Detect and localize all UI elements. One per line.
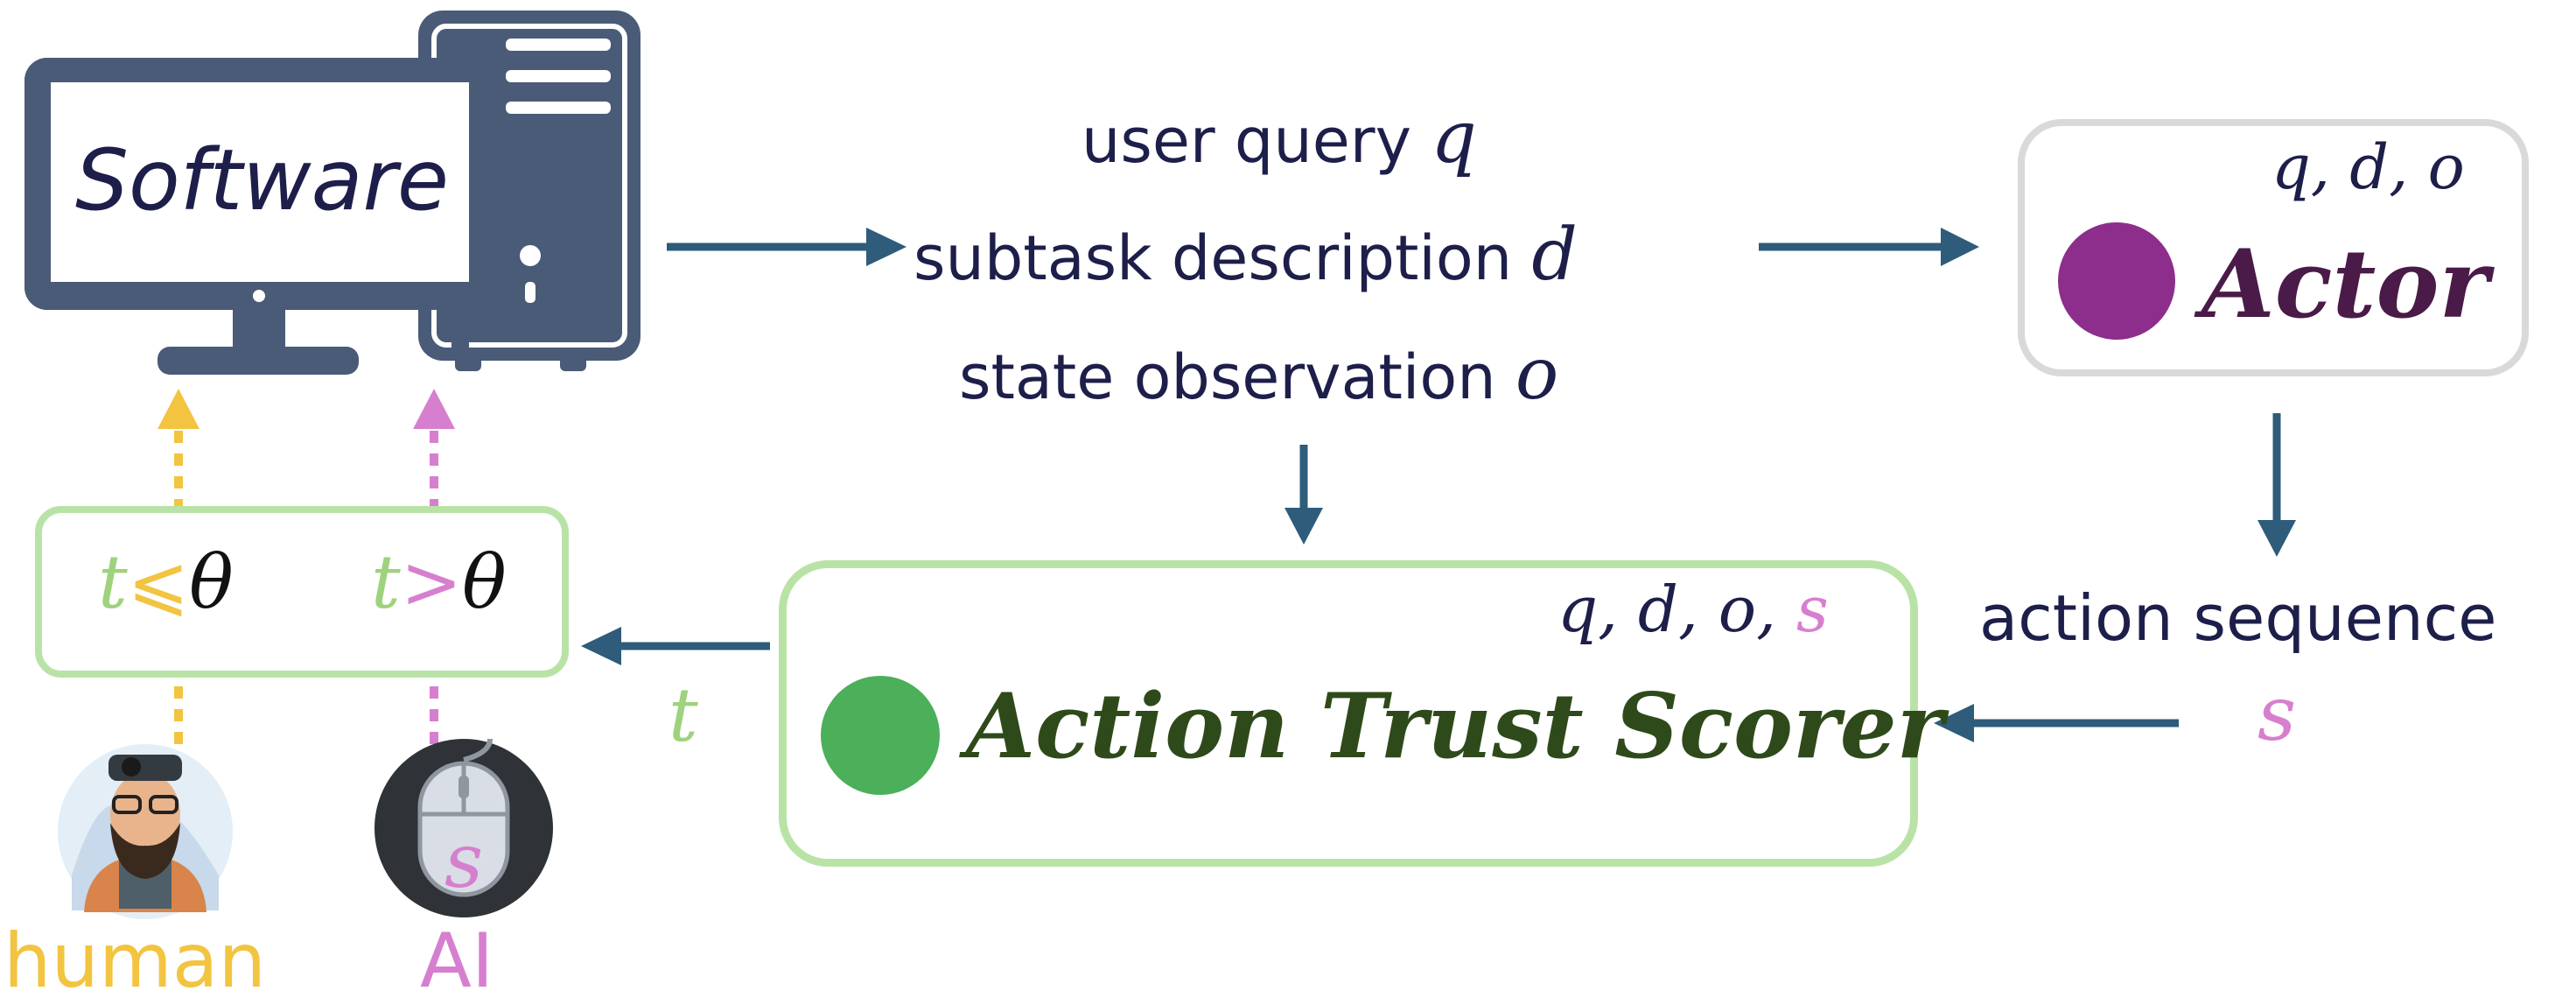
scorer-dot	[821, 676, 940, 795]
action-sequence-var: s	[2258, 671, 2297, 758]
trust-score-var: t	[668, 672, 698, 758]
actor-label: Actor	[2202, 229, 2489, 340]
state-label: state observation	[959, 341, 1496, 413]
threshold-human-condition: t⩽θ	[98, 539, 234, 625]
computer-icon	[24, 11, 640, 375]
threshold-left-theta: θ	[189, 539, 234, 625]
subtask-var: d	[1531, 214, 1578, 297]
ai-mouse-avatar	[374, 738, 553, 917]
state-row: state observation o	[959, 333, 1558, 416]
ai-label: AI	[420, 917, 494, 1005]
threshold-right-theta: θ	[462, 539, 507, 625]
user-query-label: user query	[1082, 105, 1412, 177]
arrowhead	[581, 627, 621, 665]
mouse-letter: s	[444, 818, 484, 905]
threshold-left-op: ⩽	[127, 539, 190, 625]
arrowhead	[1934, 704, 1974, 742]
user-query-var: q	[1431, 96, 1477, 179]
actor-dot	[2058, 222, 2175, 340]
action-sequence-label: action sequence	[1979, 581, 2497, 655]
human-avatar	[58, 744, 233, 919]
human-label: human	[4, 917, 266, 1005]
threshold-ai-condition: t>θ	[371, 539, 507, 625]
arrowhead	[1284, 508, 1323, 545]
actor-vars: q, d, o	[2272, 131, 2465, 203]
ai-dotted-arrow	[413, 389, 455, 744]
arrowhead	[1941, 228, 1979, 266]
arrowhead	[866, 228, 906, 266]
scorer-label: Action Trust Scorer	[966, 674, 1944, 779]
threshold-box	[35, 506, 569, 678]
scorer-box	[779, 560, 1918, 867]
user-query-row: user query q	[1082, 96, 1477, 179]
threshold-left-t: t	[98, 539, 128, 625]
scorer-vars-main: q, d, o,	[1558, 573, 1796, 646]
state-var: o	[1515, 333, 1559, 416]
arrowhead	[2258, 520, 2296, 557]
threshold-right-op: >	[400, 539, 463, 625]
threshold-right-t: t	[371, 539, 401, 625]
scorer-vars: q, d, o, s	[1558, 573, 1829, 646]
subtask-label: subtask description	[914, 222, 1513, 294]
software-label: Software	[75, 131, 449, 229]
human-dotted-arrow	[158, 389, 200, 744]
scorer-vars-s: s	[1796, 573, 1829, 646]
subtask-row: subtask description d	[914, 214, 1578, 297]
